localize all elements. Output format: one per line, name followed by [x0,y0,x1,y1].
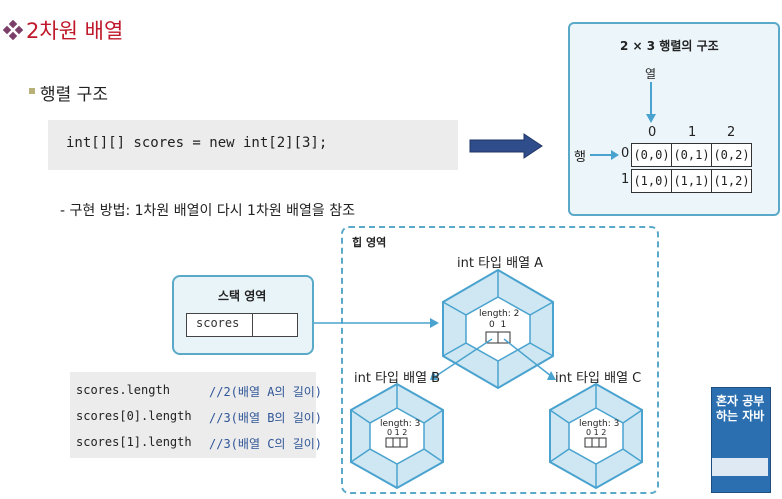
row-index: 0 [621,146,630,161]
length-code: scores.length [76,383,170,397]
matrix-cell: (1,1) [671,169,712,193]
length-code: scores[1].length [76,435,192,449]
col-index: 1 [688,125,697,140]
column-label: 열 [645,67,657,81]
col-index: 0 [648,125,657,140]
array-c-hexagon [549,382,643,490]
matrix-cell: (1,0) [631,169,672,193]
row-label: 행 [574,150,586,165]
slide-title: 2차원 배열 [26,19,124,43]
array-b-indices: 0 1 2 [387,428,408,437]
row-index: 1 [621,172,630,187]
down-arrow-icon [646,82,656,123]
length-code: scores[0].length [76,409,192,423]
code-line: int[][] scores = new int[2][3]; [66,135,328,151]
diamond-bullet-icon [3,20,23,40]
scores-variable-box [186,313,298,337]
array-a-indices: 0 1 [489,320,507,330]
stack-region-title: 스택 영역 [218,289,267,303]
matrix-cell: (0,2) [711,143,752,167]
array-c-length: length: 3 [579,419,620,429]
book-cover-stripe [712,458,768,476]
matrix-panel-title: 2 × 3 행렬의 구조 [620,39,719,53]
scores-variable-name: scores [196,316,240,330]
array-b-hexagon [350,382,444,490]
matrix-cell: (1,2) [711,169,752,193]
heap-region [341,226,659,494]
right-arrow-icon [469,133,543,159]
array-b-length: length: 3 [380,419,421,429]
matrix-cell: (0,0) [631,143,672,167]
length-comment: //3(배열 C의 길이) [209,437,322,451]
book-cover-image: 혼자 공부하는 자바 [711,387,771,493]
code-block [48,120,458,170]
book-title: 혼자 공부하는 자바 [716,394,765,423]
square-bullet-icon [29,88,35,94]
array-b-label: int 타입 배열 B [354,371,441,386]
array-a-label: int 타입 배열 A [457,256,544,271]
array-a-length: length: 2 [479,309,520,319]
array-c-indices: 0 1 2 [586,428,607,437]
right-arrow-small-icon [590,150,619,160]
length-info-block [70,372,316,458]
col-index: 2 [727,125,736,140]
length-comment: //3(배열 B의 길이) [209,411,322,425]
implementation-description: - 구현 방법: 1차원 배열이 다시 1차원 배열을 참조 [60,203,356,219]
scores-divider [252,313,253,337]
array-a-hexagon [442,268,554,390]
slide-subtitle: 행렬 구조 [40,85,108,105]
length-comment: //2(배열 A의 길이) [209,385,322,399]
array-c-label: int 타입 배열 C [555,371,642,386]
heap-region-title: 힙 영역 [352,236,387,249]
